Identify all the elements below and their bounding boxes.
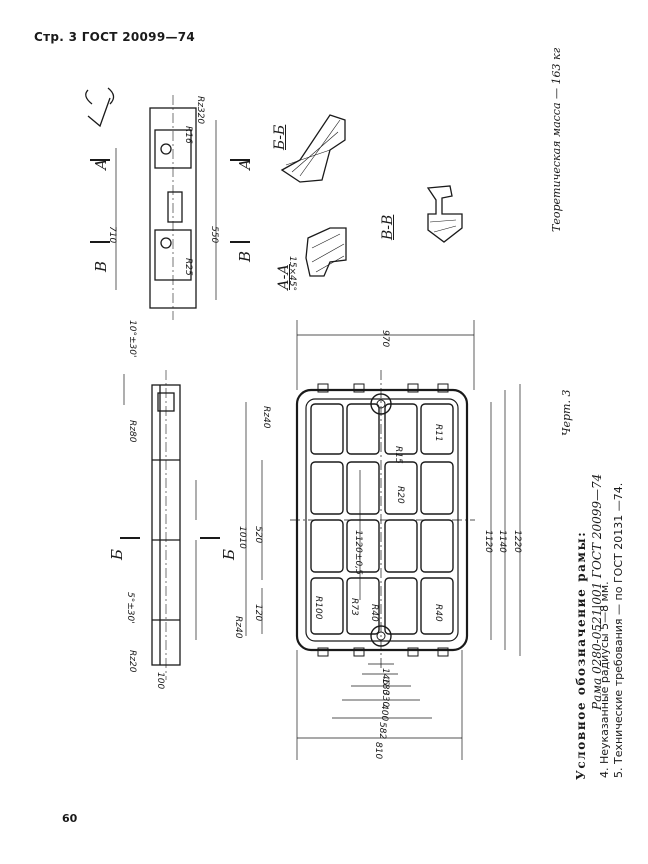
angle-5deg: 5°±30': [125, 592, 135, 624]
page-header: Стр. 3 ГОСТ 20099—74: [34, 30, 196, 44]
section-mark-v-left: В: [92, 260, 110, 272]
dim-400: 400: [379, 704, 389, 721]
dim-330: 330: [380, 690, 390, 707]
section-title-bb: Б-Б: [272, 124, 288, 150]
rough-rz320: Rz320: [195, 96, 205, 124]
section-mark-a-right: А: [236, 158, 254, 170]
frame-plan-view: [290, 370, 475, 670]
dim-180: 180: [380, 678, 390, 695]
dim-970: 970: [380, 330, 390, 347]
dim-100: 100: [155, 672, 165, 689]
dim-1220: 1220: [512, 530, 522, 553]
radius-r15: R15: [393, 446, 403, 464]
page-number: 60: [62, 812, 78, 825]
section-mark-b-left: Б: [108, 548, 126, 560]
radius-r100: R100: [313, 596, 323, 620]
radius-r73: R73: [349, 598, 359, 616]
plan-dimensions: [245, 320, 521, 760]
radius-r20: R20: [395, 486, 405, 504]
section-mark-a-left: А: [92, 158, 110, 170]
dim-1010: 1010: [237, 526, 247, 549]
radius-r16: R16: [183, 126, 193, 144]
note-4: 4. Неуказанные радиусы 5—8 мм.: [598, 581, 611, 778]
radius-r40-b: R40: [433, 604, 443, 622]
dim-550: 550: [209, 226, 219, 243]
theoretical-mass: Теоретическая масса — 163 кг: [550, 47, 563, 232]
section-title-vv: В-В: [380, 214, 396, 240]
rough-rz20: Rz20: [127, 650, 137, 673]
section-mark-b-right: Б: [220, 548, 238, 560]
side-view-top: [149, 95, 197, 320]
angle-10deg: 10°±30': [127, 320, 137, 357]
designation-title: Условное обозначение рамы:: [574, 530, 588, 780]
section-bb: [280, 114, 346, 183]
rough-rz80: Rz80: [127, 420, 137, 443]
side-view-bottom: [151, 370, 181, 680]
section-title-aa: А-А: [276, 264, 292, 290]
dim-710: 710: [107, 226, 117, 243]
dim-520: 520: [253, 526, 263, 543]
roughness-symbol: [85, 87, 115, 128]
radius-r25: R25: [183, 258, 193, 276]
rough-rz40-a: Rz40: [261, 406, 271, 429]
section-vv: [426, 185, 463, 243]
dim-582: 582: [377, 722, 387, 739]
note-5: 5. Технические требования — по ГОСТ 2013…: [612, 482, 625, 778]
dim-1120-tol: 1120±0,5: [353, 530, 363, 575]
angle-15x45: 15×45°: [287, 256, 297, 291]
dim-146: 146: [380, 668, 390, 685]
radius-r11: R11: [433, 424, 443, 442]
dim-1140: 1140: [497, 530, 507, 553]
section-aa: [305, 227, 347, 277]
dim-810: 810: [373, 742, 383, 759]
dim-120: 120: [253, 604, 263, 621]
rough-rz40-b: Rz40: [233, 616, 243, 639]
figure-label: Черт. 3: [560, 389, 573, 436]
section-mark-v-right: В: [236, 250, 254, 262]
radius-r40-a: R40: [369, 604, 379, 622]
dim-1120: 1120: [483, 530, 493, 553]
